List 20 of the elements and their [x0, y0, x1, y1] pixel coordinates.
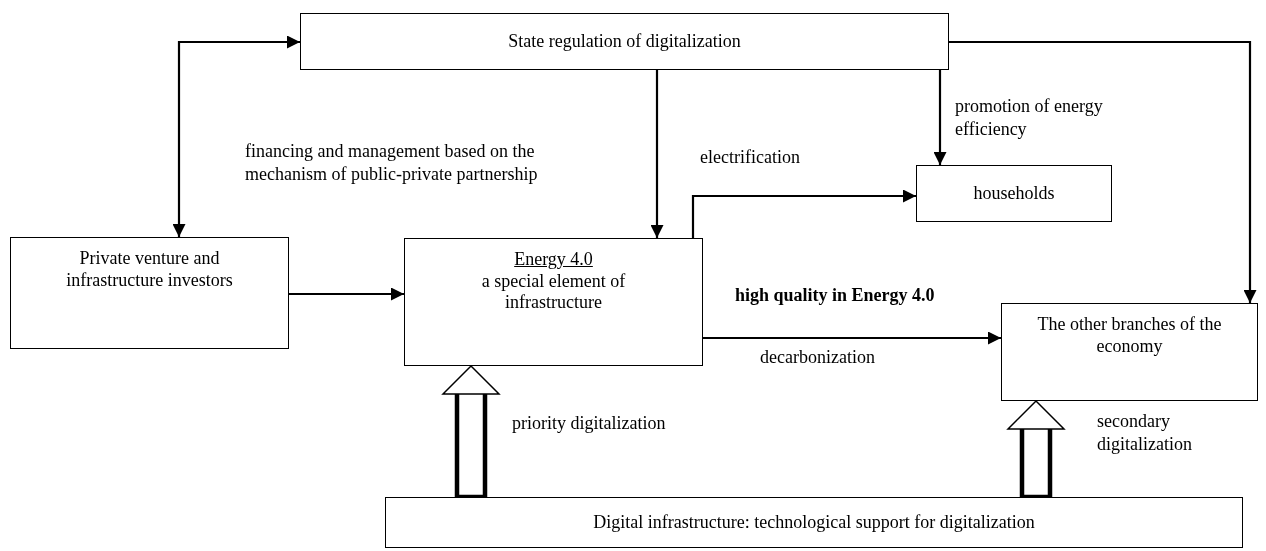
process-box — [385, 497, 1243, 548]
arrow — [703, 331, 1001, 345]
node-text: Private venture and infrastructure investors — [65, 248, 234, 292]
arrow — [933, 70, 947, 165]
arrow — [172, 35, 300, 237]
arrow — [650, 70, 664, 238]
node-text: Digital infrastructure: technological support for digitalization — [593, 511, 1035, 534]
process-box — [404, 238, 703, 366]
arrow — [691, 189, 916, 238]
node-text: State regulation of digitalization — [508, 30, 741, 53]
node-heading: Energy 4.0 — [514, 249, 593, 271]
arrow — [949, 40, 1257, 303]
process-box — [300, 13, 949, 70]
process-box — [10, 237, 289, 349]
process-box — [916, 165, 1112, 222]
node-text: a special element of infrastructure — [480, 270, 627, 314]
node-text: The other branches of the economy — [1036, 314, 1223, 358]
arrow — [289, 287, 404, 301]
process-box — [1001, 303, 1258, 401]
node-text: households — [973, 182, 1055, 205]
